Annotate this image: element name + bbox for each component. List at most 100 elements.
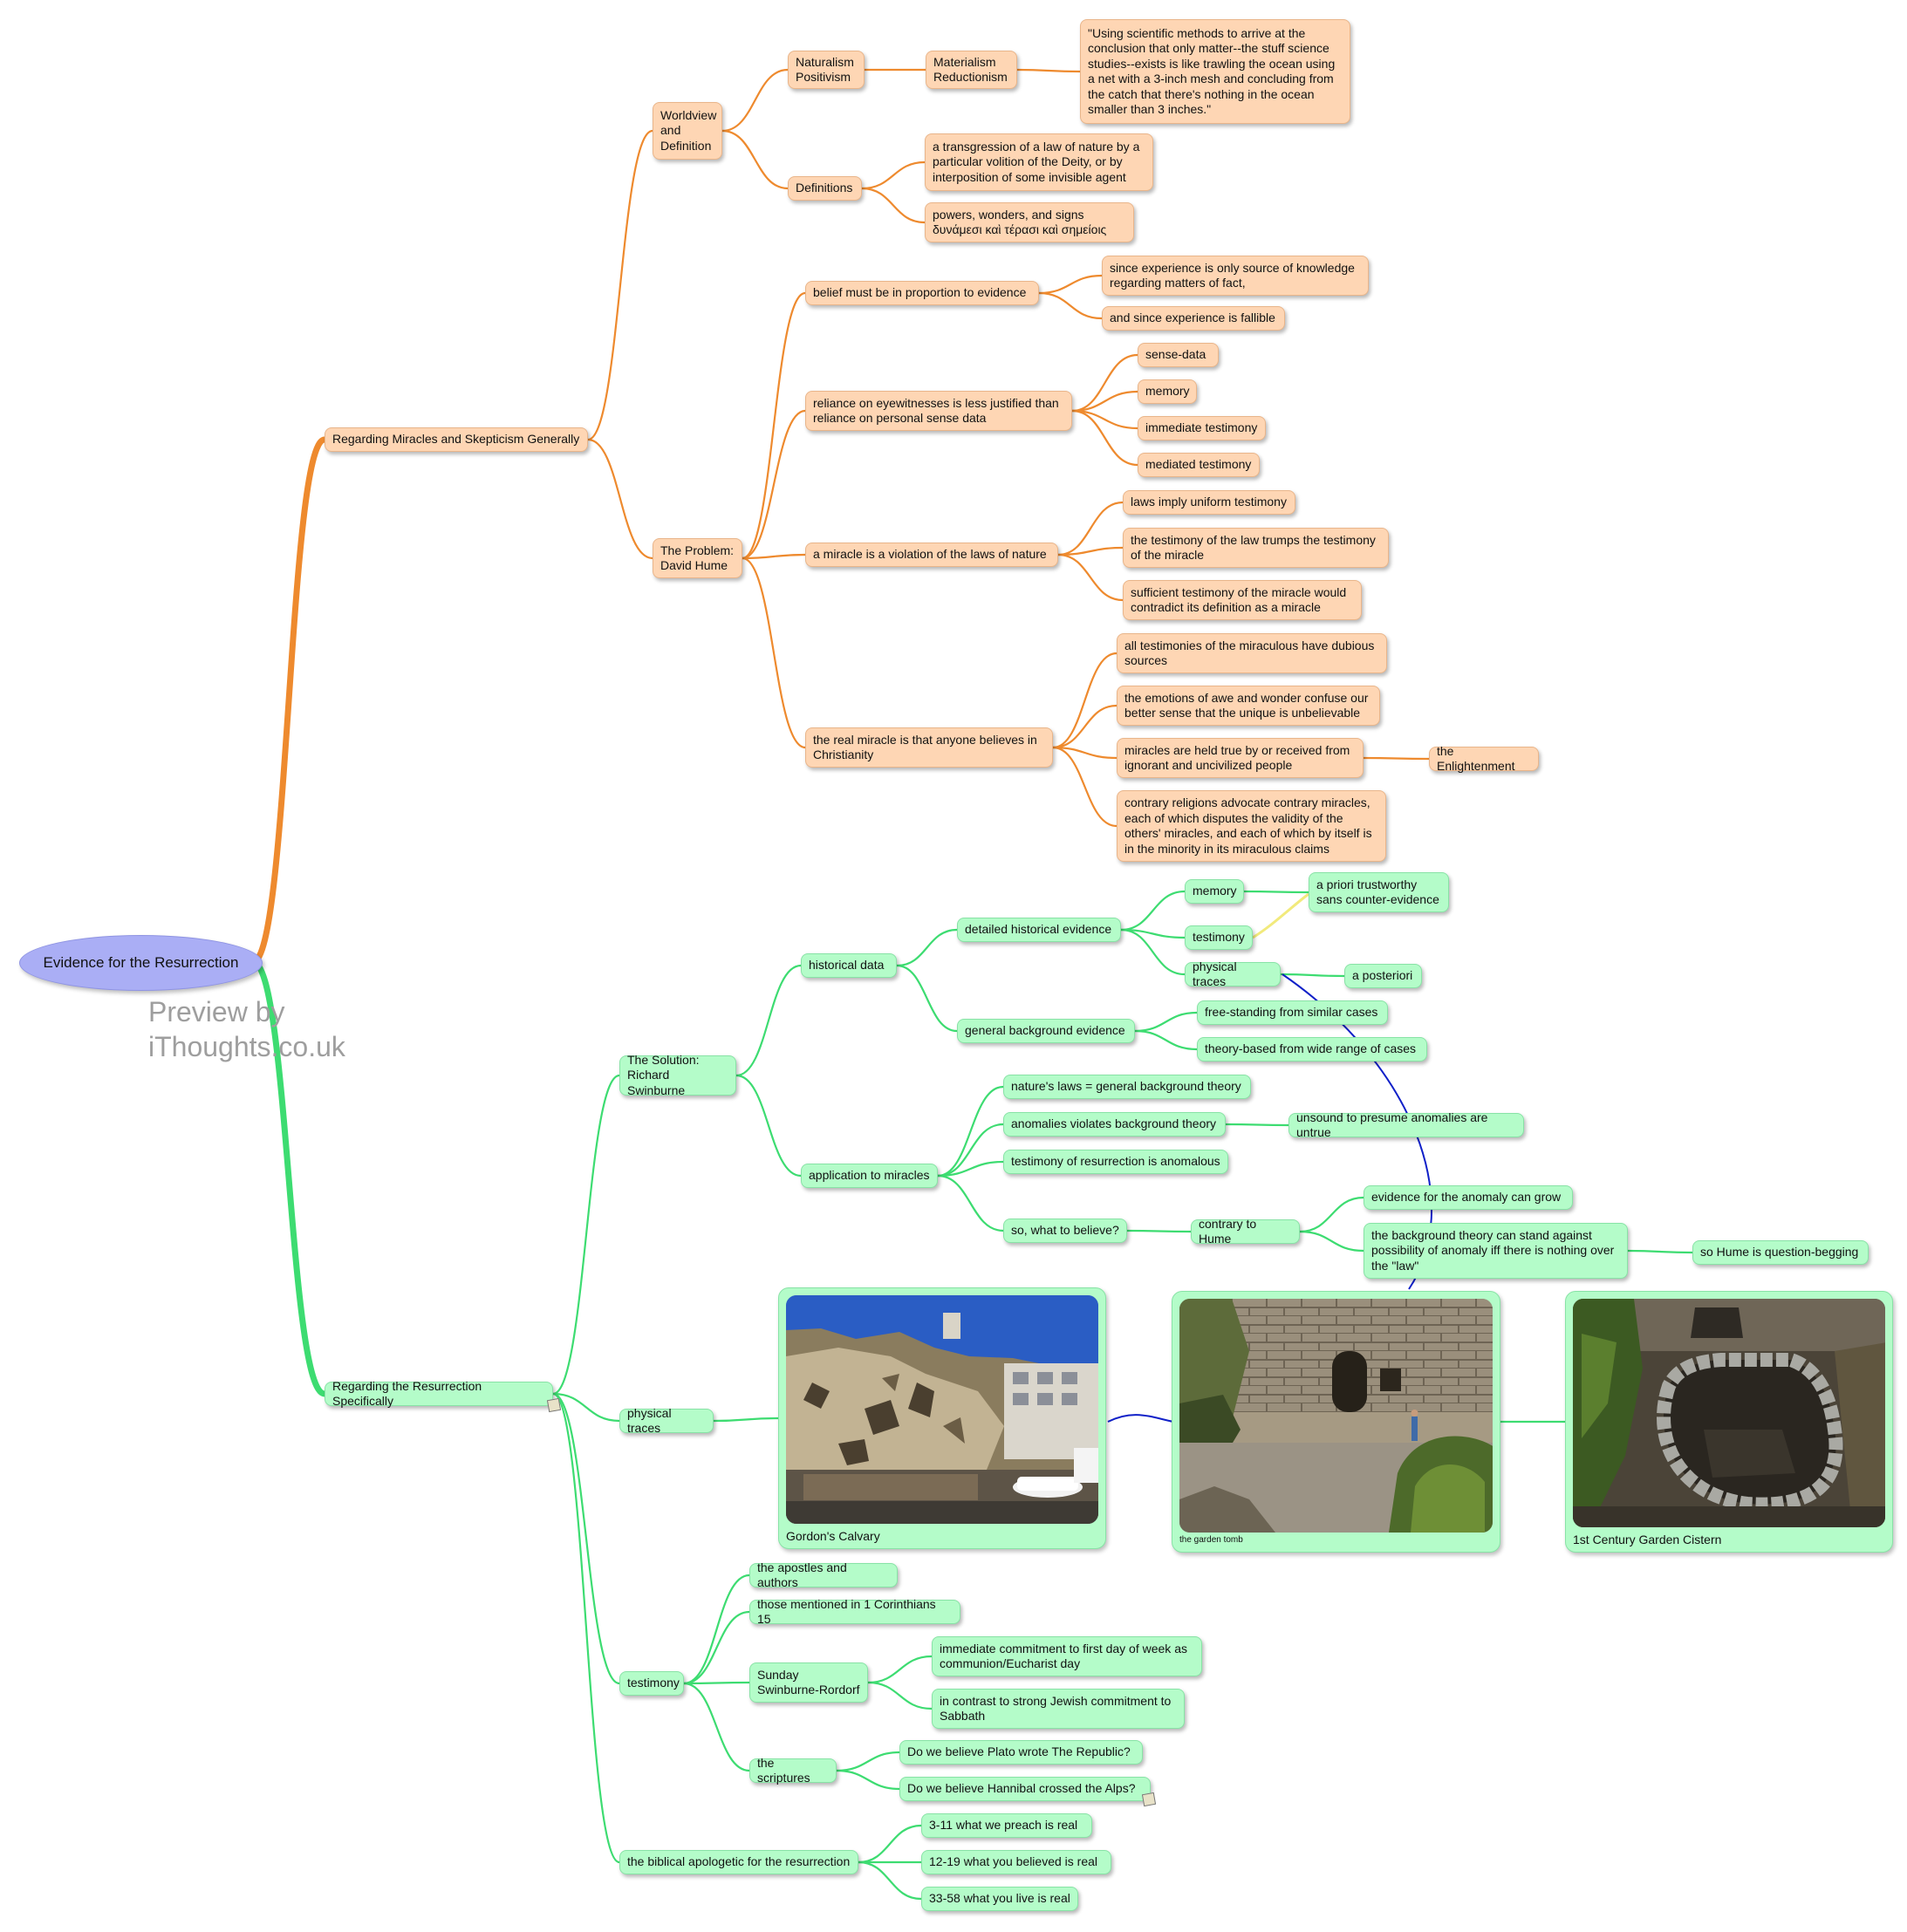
topic-law-trumps[interactable]: the testimony of the law trumps the test…: [1123, 528, 1389, 568]
topic-uniform-testimony[interactable]: laws imply uniform testimony: [1123, 490, 1295, 515]
topic-a-posteriori[interactable]: a posteriori: [1344, 964, 1422, 988]
connector-line: [1119, 928, 1186, 939]
topic-hannibal-alps[interactable]: Do we believe Hannibal crossed the Alps?: [899, 1777, 1151, 1801]
connector-line: [1051, 746, 1118, 828]
topic-plato-republic[interactable]: Do we believe Plato wrote The Republic?: [899, 1740, 1143, 1765]
connector-line: [1037, 274, 1104, 295]
connector-line: [1279, 973, 1346, 978]
topic-physical-traces[interactable]: physical traces: [619, 1406, 714, 1435]
connector-line: [735, 1074, 803, 1178]
topic-memory[interactable]: memory: [1138, 379, 1197, 404]
topic-contrary-religions[interactable]: contrary religions advocate contrary mir…: [1117, 790, 1386, 862]
topic-first-day-commitment[interactable]: immediate commitment to first day of wee…: [932, 1636, 1202, 1676]
connector-line: [895, 928, 959, 967]
topic-anomalies-violate[interactable]: anomalies violates background theory: [1003, 1112, 1226, 1137]
connector-line: [936, 1123, 1005, 1178]
topic-historical-data[interactable]: historical data: [801, 953, 897, 978]
connector-line: [936, 1160, 1005, 1178]
topic-swinburne-solution[interactable]: The Solution: Richard Swinburne: [619, 1053, 736, 1097]
connector-line: [1362, 756, 1431, 761]
topic-what-we-preach[interactable]: 3-11 what we preach is real: [921, 1813, 1092, 1838]
connector-line: [1119, 890, 1186, 932]
topic-experience-source[interactable]: since experience is only source of knowl…: [1102, 256, 1369, 296]
connector-line: [1298, 1230, 1365, 1253]
connector-line: [1070, 353, 1139, 413]
topic-what-believe[interactable]: so, what to believe?: [1003, 1219, 1127, 1243]
root-topic[interactable]: Evidence for the Resurrection: [19, 935, 263, 991]
topic-question-begging[interactable]: so Hume is question-begging: [1692, 1240, 1869, 1265]
topic-hist-testimony[interactable]: testimony: [1185, 925, 1253, 950]
topic-experience-fallible[interactable]: and since experience is fallible: [1102, 306, 1285, 331]
topic-awe-wonder[interactable]: the emotions of awe and wonder confuse o…: [1117, 686, 1380, 726]
topic-sunday[interactable]: Sunday Swinburne-Rordorf: [749, 1662, 868, 1703]
topic-enlightenment[interactable]: the Enlightenment: [1429, 744, 1539, 773]
topic-what-you-believed[interactable]: 12-19 what you believed is real: [921, 1850, 1111, 1874]
connector-line: [936, 1174, 1005, 1232]
connector-line: [1119, 928, 1186, 976]
connector-line: [936, 1085, 1005, 1178]
connector-line: [866, 1655, 933, 1684]
cistern-caption: 1st Century Garden Cistern: [1573, 1533, 1722, 1546]
connector-line: [1133, 1011, 1199, 1033]
topic-sense-data[interactable]: sense-data: [1138, 343, 1219, 367]
watermark: Preview by iThoughts.co.uk: [148, 996, 345, 1062]
topic-application-miracles[interactable]: application to miracles: [801, 1164, 938, 1188]
connector-line: [1056, 546, 1124, 556]
topic-sufficient-testimony[interactable]: sufficient testimony of the miracle woul…: [1123, 580, 1362, 620]
connector-line: [741, 553, 807, 560]
connector-line: [551, 1392, 621, 1864]
topic-belief-proportion[interactable]: belief must be in proportion to evidence: [805, 281, 1039, 305]
topic-resurrection-anomalous[interactable]: testimony of resurrection is anomalous: [1003, 1150, 1228, 1174]
connector-line: [721, 129, 789, 190]
topic-definitions[interactable]: Definitions: [788, 176, 862, 201]
image-garden-cistern[interactable]: 1st Century Garden Cistern: [1565, 1291, 1893, 1553]
connector-line: [1051, 652, 1118, 749]
topic-immediate-testimony[interactable]: immediate testimony: [1138, 416, 1266, 440]
topic-naturalism[interactable]: Naturalism Positivism: [788, 51, 865, 89]
connector-line: [1298, 1196, 1365, 1233]
topic-dubious-sources[interactable]: all testimonies of the miraculous have d…: [1117, 633, 1387, 673]
root-label: Evidence for the Resurrection: [43, 954, 239, 971]
topic-hist-physical-traces[interactable]: physical traces: [1185, 959, 1281, 988]
topic-real-miracle[interactable]: the real miracle is that anyone believes…: [805, 727, 1053, 768]
topic-miracles-skepticism[interactable]: Regarding Miracles and Skepticism Genera…: [325, 427, 588, 452]
topic-theory-based[interactable]: theory-based from wide range of cases: [1197, 1037, 1427, 1062]
note-icon[interactable]: [546, 1397, 562, 1413]
connector-line: [741, 556, 807, 749]
topic-anomaly-grow[interactable]: evidence for the anomaly can grow: [1364, 1185, 1573, 1210]
topic-mediated-testimony[interactable]: mediated testimony: [1138, 453, 1260, 477]
topic-contrary-hume[interactable]: contrary to Hume: [1191, 1217, 1300, 1246]
image-garden-tomb[interactable]: the garden tomb: [1172, 1291, 1500, 1553]
topic-definition-transgression[interactable]: a transgression of a law of nature by a …: [925, 133, 1153, 191]
topic-what-you-live[interactable]: 33-58 what you live is real: [921, 1887, 1078, 1911]
connector-line: [551, 1392, 621, 1423]
topic-hist-memory[interactable]: memory: [1185, 879, 1244, 904]
connector-line: [1056, 501, 1124, 556]
image-gordons-calvary[interactable]: Gordon's Calvary: [778, 1287, 1106, 1549]
topic-unsound-presume[interactable]: unsound to presume anomalies are untrue: [1288, 1110, 1524, 1139]
topic-testimony[interactable]: testimony: [619, 1671, 684, 1696]
topic-net-quote[interactable]: "Using scientific methods to arrive at t…: [1080, 19, 1350, 124]
topic-resurrection-specifically[interactable]: Regarding the Resurrection Specifically: [325, 1379, 553, 1408]
topic-ignorant-people[interactable]: miracles are held true by or received fr…: [1117, 738, 1364, 778]
topic-scriptures[interactable]: the scriptures: [749, 1756, 837, 1785]
topic-background-stand[interactable]: the background theory can stand against …: [1364, 1223, 1628, 1279]
topic-sabbath-contrast[interactable]: in contrast to strong Jewish commitment …: [932, 1689, 1185, 1729]
topic-eyewitness-reliance[interactable]: reliance on eyewitnesses is less justifi…: [805, 391, 1072, 431]
topic-corinthians[interactable]: those mentioned in 1 Corinthians 15: [749, 1597, 960, 1626]
topic-materialism[interactable]: Materialism Reductionism: [926, 51, 1017, 89]
topic-detailed-evidence[interactable]: detailed historical evidence: [957, 918, 1121, 942]
topic-definition-powers[interactable]: powers, wonders, and signs δυνάμεσι καὶ …: [925, 202, 1134, 242]
note-icon[interactable]: [1141, 1792, 1157, 1807]
topic-natures-laws[interactable]: nature's laws = general background theor…: [1003, 1075, 1251, 1099]
topic-violation-laws[interactable]: a miracle is a violation of the laws of …: [805, 543, 1058, 567]
topic-worldview[interactable]: Worldview and Definition: [653, 102, 722, 160]
topic-a-priori[interactable]: a priori trustworthy sans counter-eviden…: [1309, 872, 1449, 912]
topic-apostles-authors[interactable]: the apostles and authors: [749, 1560, 898, 1589]
connector-line: [551, 1074, 621, 1396]
topic-general-background[interactable]: general background evidence: [957, 1019, 1135, 1043]
topic-hume-problem[interactable]: The Problem: David Hume: [653, 538, 742, 578]
topic-free-standing[interactable]: free-standing from similar cases: [1197, 1000, 1388, 1025]
topic-biblical-apologetic[interactable]: the biblical apologetic for the resurrec…: [619, 1850, 858, 1874]
